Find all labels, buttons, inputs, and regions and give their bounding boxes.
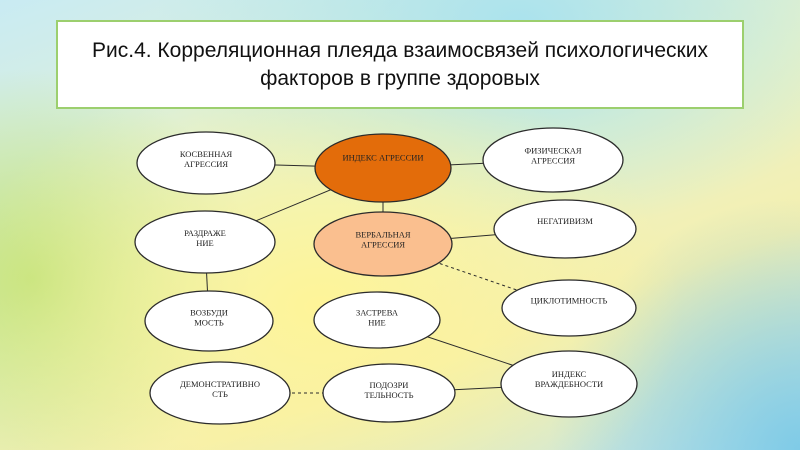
node-label: ЗАСТРЕВА bbox=[356, 307, 399, 317]
node-ellipse bbox=[500, 350, 638, 418]
node-ellipse bbox=[149, 361, 291, 425]
node-label: ТЕЛЬНОСТЬ bbox=[364, 390, 413, 400]
node-ellipse bbox=[501, 279, 637, 337]
node-label: ЦИКЛОТИМНОСТЬ bbox=[531, 295, 608, 305]
node-label: ИНДЕКС bbox=[552, 369, 587, 379]
node-label: НИЕ bbox=[196, 238, 213, 248]
node-label: МОСТЬ bbox=[194, 318, 224, 328]
node-index-aggression: ИНДЕКС АГРЕССИИ bbox=[314, 133, 452, 203]
node-label: ВРАЖДЕБНОСТИ bbox=[535, 379, 603, 389]
node-ellipse bbox=[313, 211, 453, 277]
nodes-layer: ИНДЕКС АГРЕССИИКОСВЕННАЯАГРЕССИЯФИЗИЧЕСК… bbox=[134, 127, 638, 425]
node-ellipse bbox=[493, 199, 637, 259]
title-box: Рис.4. Корреляционная плеяда взаимосвязе… bbox=[56, 20, 744, 109]
node-label: АГРЕССИЯ bbox=[361, 240, 405, 250]
node-ellipse bbox=[136, 131, 276, 195]
node-label: НИЕ bbox=[368, 317, 385, 327]
node-label: ПОДОЗРИ bbox=[370, 380, 409, 390]
node-label: НЕГАТИВИЗМ bbox=[537, 216, 593, 226]
node-cyclothymia: ЦИКЛОТИМНОСТЬ bbox=[501, 279, 637, 337]
node-label: АГРЕССИЯ bbox=[531, 156, 575, 166]
node-ellipse bbox=[314, 133, 452, 203]
node-label: ИНДЕКС АГРЕССИИ bbox=[342, 153, 423, 163]
node-ellipse bbox=[482, 127, 624, 193]
node-label: АГРЕССИЯ bbox=[184, 159, 228, 169]
node-negativism: НЕГАТИВИЗМ bbox=[493, 199, 637, 259]
node-label: КОСВЕННАЯ bbox=[180, 149, 233, 159]
node-ellipse bbox=[134, 210, 276, 274]
node-ellipse bbox=[313, 291, 441, 349]
node-ellipse bbox=[322, 363, 456, 423]
node-label: ВЕРБАЛЬНАЯ bbox=[355, 230, 410, 240]
node-ellipse bbox=[144, 290, 274, 352]
node-label: ДЕМОНСТРАТИВНО bbox=[180, 379, 260, 389]
node-label: ФИЗИЧЕСКАЯ bbox=[524, 146, 581, 156]
node-label: ВОЗБУДИ bbox=[190, 308, 228, 318]
figure-title: Рис.4. Корреляционная плеяда взаимосвязе… bbox=[92, 38, 708, 90]
node-label: СТЬ bbox=[212, 389, 228, 399]
node-label: РАЗДРАЖЕ bbox=[184, 228, 226, 238]
